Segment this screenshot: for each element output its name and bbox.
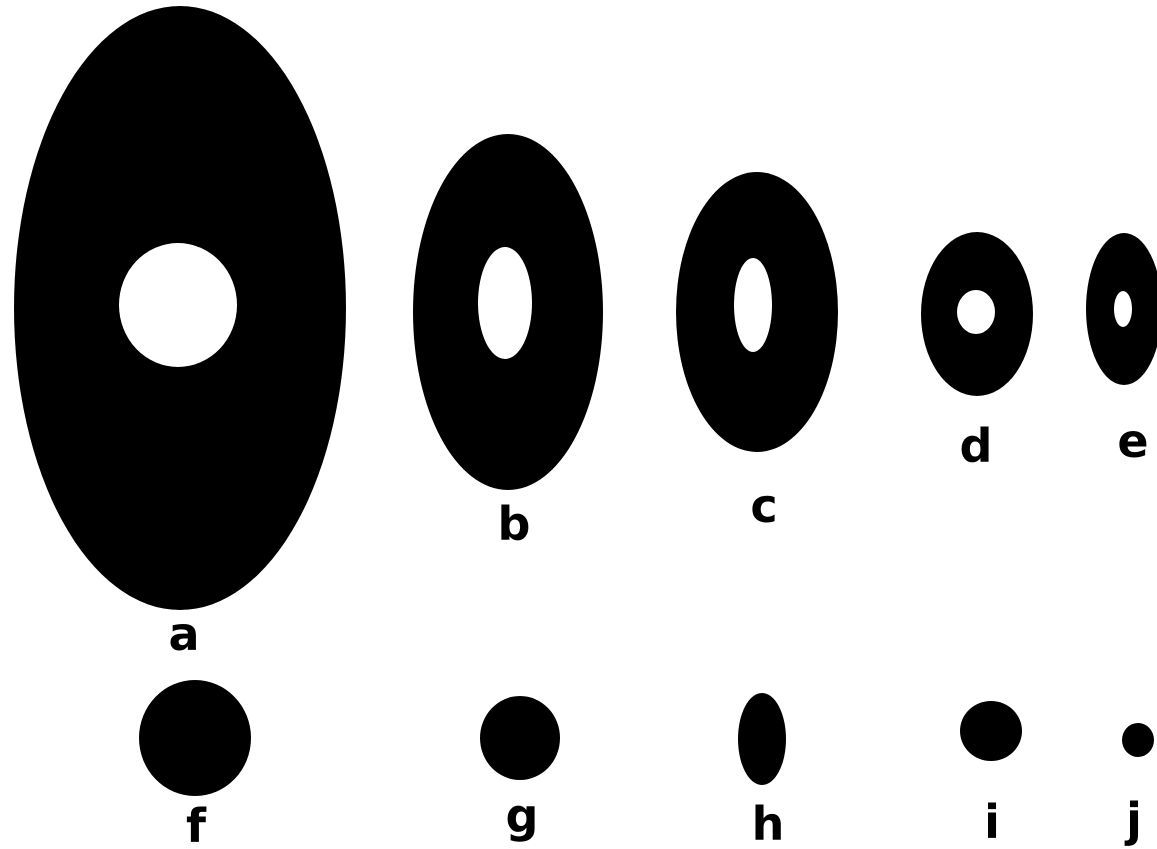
ring-d-hole — [957, 290, 995, 334]
ring-b — [413, 134, 603, 490]
dot-g — [480, 696, 560, 780]
ring-d — [921, 232, 1033, 396]
ring-e-hole — [1114, 291, 1132, 327]
ring-c — [676, 172, 838, 452]
dot-j — [1122, 723, 1154, 757]
dot-f — [139, 680, 251, 796]
ring-a — [14, 6, 346, 610]
label-a: a — [168, 607, 199, 661]
label-b: b — [498, 497, 531, 551]
dot-i — [960, 701, 1022, 761]
label-f: f — [186, 799, 207, 849]
ring-a-hole — [119, 243, 237, 367]
label-j: j — [1124, 793, 1142, 847]
label-e: e — [1117, 414, 1148, 468]
dot-h — [738, 693, 786, 785]
label-h: h — [752, 797, 785, 849]
ring-c-hole — [734, 258, 772, 352]
label-d: d — [960, 419, 993, 473]
label-i: i — [984, 795, 1000, 849]
ring-e — [1086, 233, 1157, 385]
label-g: g — [506, 789, 539, 843]
label-c: c — [750, 479, 777, 533]
ring-b-hole — [478, 247, 532, 359]
